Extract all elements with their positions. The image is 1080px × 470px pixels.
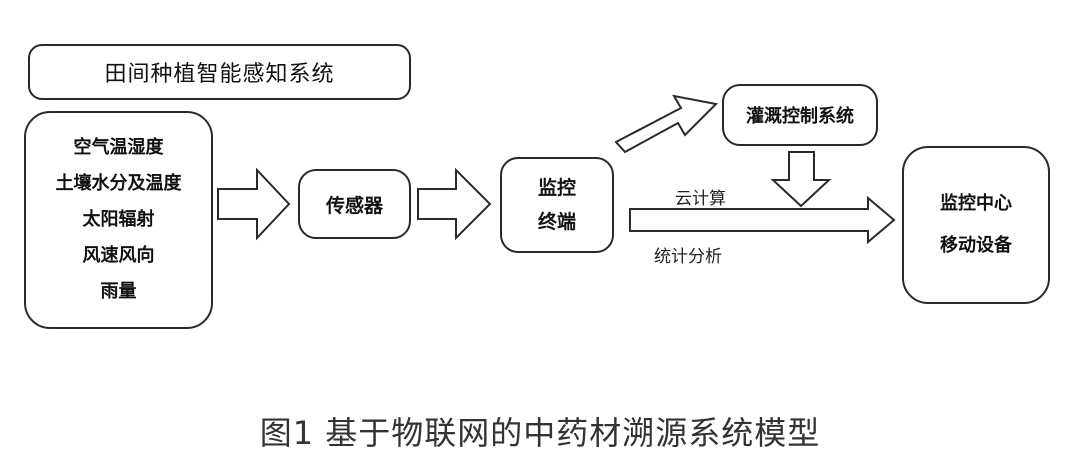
environment-inputs-box: 空气温湿度 土壤水分及温度 太阳辐射 风速风向 雨量 (24, 111, 213, 329)
sensor-box: 传感器 (298, 169, 411, 239)
input-air-humidity: 空气温湿度 (73, 137, 164, 158)
arrow-inputs-to-sensor (217, 167, 291, 241)
arrow-terminal-to-irrigation (614, 94, 719, 154)
input-wind: 风速风向 (82, 245, 155, 266)
field-sensing-system-label: 田间种植智能感知系统 (104, 62, 335, 87)
monitor-terminal-line-2: 终端 (537, 211, 576, 233)
irrigation-control-box: 灌溉控制系统 (722, 84, 878, 146)
monitoring-center-label: 监控中心 (940, 193, 1012, 214)
field-sensing-system-box: 田间种植智能感知系统 (28, 44, 411, 100)
monitor-terminal-box: 监控 终端 (500, 157, 614, 253)
input-solar-radiation: 太阳辐射 (82, 209, 155, 230)
input-soil-moisture: 土壤水分及温度 (55, 173, 182, 194)
irrigation-control-label: 灌溉控制系统 (746, 106, 854, 127)
cloud-computing-label: 云计算 (675, 189, 726, 209)
input-rainfall: 雨量 (100, 281, 137, 302)
arrow-terminal-to-center (629, 195, 896, 245)
sensor-label: 传感器 (325, 194, 383, 217)
arrow-irrigation-down (770, 151, 832, 208)
arrow-sensor-to-terminal (417, 167, 492, 241)
statistical-analysis-label: 统计分析 (654, 247, 722, 267)
mobile-device-label: 移动设备 (940, 235, 1012, 256)
figure-caption: 图1 基于物联网的中药材溯源系统模型 (259, 414, 821, 452)
monitor-terminal-line-1: 监控 (537, 177, 576, 199)
monitoring-center-box: 监控中心 移动设备 (902, 146, 1050, 304)
